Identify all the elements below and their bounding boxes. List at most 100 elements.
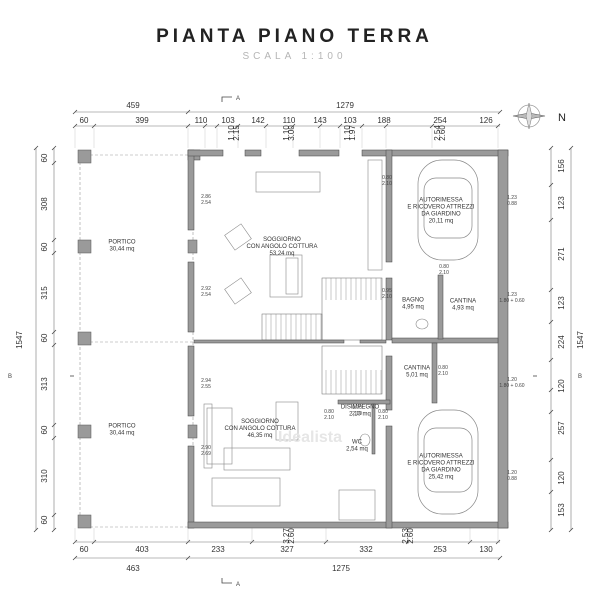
walls xyxy=(187,149,509,529)
dim-top-overall-right: 1279 xyxy=(336,101,354,110)
dim-right-segment: 257 xyxy=(557,421,566,435)
dim-bottom-segment: 60 xyxy=(80,545,89,554)
dim-left-segment: 60 xyxy=(40,242,49,251)
dim-left-segment: 315 xyxy=(40,286,49,300)
dim-bottom-opening: 2.532.60 xyxy=(401,528,415,544)
section-a-top: A xyxy=(236,96,240,102)
dim-right-segment: 271 xyxy=(557,247,566,261)
dim-top-opening: 2.542.60 xyxy=(433,125,447,141)
dimension-ticks xyxy=(33,109,574,561)
stairs xyxy=(261,277,383,395)
dim-top-segment: 126 xyxy=(479,116,493,125)
dim-bottom-segment: 403 xyxy=(135,545,149,554)
dim-top-segment: 60 xyxy=(80,116,89,125)
dim-left-segment: 60 xyxy=(40,425,49,434)
section-a-bottom: A xyxy=(236,582,240,588)
dim-left-segment: 60 xyxy=(40,515,49,524)
dim-bottom-segment: 233 xyxy=(211,545,225,554)
dim-right-segment: 120 xyxy=(557,471,566,485)
dim-top-segment: 142 xyxy=(251,116,265,125)
dim-bottom-segment: 332 xyxy=(359,545,373,554)
dim-left-segment: 310 xyxy=(40,469,49,483)
dim-left-overall: 1547 xyxy=(15,331,24,349)
dim-top-segment: 188 xyxy=(377,116,391,125)
dim-right-segment: 123 xyxy=(557,196,566,210)
dim-bottom-overall-right: 1275 xyxy=(332,564,350,573)
dim-bottom-segment: 253 xyxy=(433,545,447,554)
dim-top-segment: 110 xyxy=(283,116,296,125)
dim-top-segment: 399 xyxy=(135,116,149,125)
dim-right-overall: 1547 xyxy=(576,331,585,349)
dim-top-overall-left: 459 xyxy=(126,101,140,110)
sofa-icon xyxy=(203,403,213,469)
dim-bottom-segment: 327 xyxy=(280,545,294,554)
plan-title: PIANTA PIANO TERRA xyxy=(156,26,433,47)
dim-left-segment: 308 xyxy=(40,197,49,211)
dim-bottom-segment: 130 xyxy=(479,545,493,554)
dim-top-opening: 1.101.97 xyxy=(343,125,357,141)
dim-right-segment: 120 xyxy=(557,379,566,393)
furniture xyxy=(206,159,383,521)
armchair-icon xyxy=(224,223,252,305)
dim-top-segment: 110 xyxy=(195,116,208,125)
section-b-left: B xyxy=(8,374,12,380)
dim-top-segment: 143 xyxy=(313,116,327,125)
dim-left-segment: 313 xyxy=(40,377,49,391)
watermark-text: Idealista xyxy=(278,429,342,446)
stair-treads xyxy=(265,278,382,394)
dimension-lines xyxy=(35,111,572,559)
dim-left-segment: 60 xyxy=(40,153,49,162)
dim-right-segment: 156 xyxy=(557,159,566,173)
dim-left-segment: 60 xyxy=(40,333,49,342)
section-marks xyxy=(70,96,537,584)
north-arrow-icon xyxy=(512,102,546,130)
dim-right-segment: 153 xyxy=(557,503,566,517)
dim-top-segment: 103 xyxy=(221,116,235,125)
dimension-texts: 459 1279 60 399 110 103 142 110 143 103 188 254 126 1… xyxy=(15,101,585,573)
dim-top-segment: 103 xyxy=(343,116,357,125)
dim-top-opening: 1.102.15 xyxy=(227,125,241,141)
dim-right-segment: 123 xyxy=(557,296,566,310)
car-icon xyxy=(417,159,479,515)
toilet-icon xyxy=(359,318,429,447)
dim-top-opening: 1.103.00 xyxy=(282,125,296,141)
dim-bottom-opening: 3.272.60 xyxy=(282,528,296,544)
dim-right-segment: 224 xyxy=(557,335,566,349)
portico-columns xyxy=(77,149,198,529)
portico-outline xyxy=(79,154,194,528)
dim-bottom-overall-left: 463 xyxy=(126,564,140,573)
dim-top-segment: 254 xyxy=(433,116,447,125)
section-b-right: B xyxy=(578,374,582,380)
plan-scale: SCALA 1:100 xyxy=(242,51,347,62)
north-label: N xyxy=(558,112,566,124)
